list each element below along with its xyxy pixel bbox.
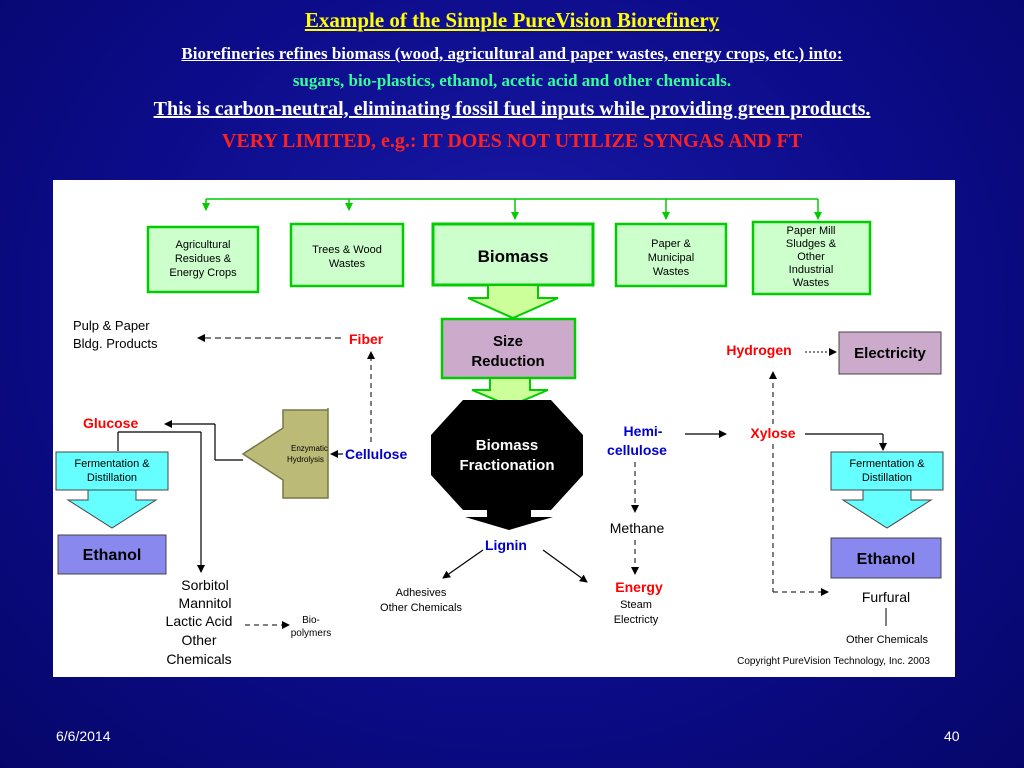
fractionation-line-2: Fractionation <box>459 457 554 474</box>
source-paper-line-3: Wastes <box>653 266 690 278</box>
other-chemicals-label: Other Chemicals <box>846 634 928 646</box>
slide-title: Example of the Simple PureVision Biorefi… <box>304 8 720 32</box>
fermentation-left-line-1: Fermentation & <box>74 458 150 470</box>
biopolymers-line-2: polymers <box>291 628 332 639</box>
steam-line-1: Steam <box>620 599 652 611</box>
size-reduction-down-arrow <box>471 377 549 408</box>
source-box-trees: Trees & Wood Wastes <box>289 222 405 288</box>
sorbitol-line-1: Sorbitol <box>181 577 228 593</box>
electricity-box: Electricity <box>838 331 942 375</box>
source-trees-line-2: Wastes <box>329 258 366 270</box>
source-paper-line-1: Paper & <box>651 238 691 250</box>
source-box-sludge: Paper Mill Sludges & Other Industrial Wa… <box>751 220 872 296</box>
hydrogen-label: Hydrogen <box>726 342 791 358</box>
adhesives-line-2: Other Chemicals <box>380 602 462 614</box>
source-box-paper: Paper & Municipal Wastes <box>614 222 728 288</box>
methane-label: Methane <box>610 520 665 536</box>
subtitle-line-1: Biorefineries refines biomass (wood, agr… <box>181 44 843 63</box>
lignin-to-adhesives-arrow <box>442 549 484 579</box>
diagram-svg: Agricultural Residues & Energy Crops Tre… <box>55 198 944 667</box>
source-agri-line-1: Agricultural <box>175 239 230 251</box>
furfural-label: Furfural <box>862 589 910 605</box>
size-reduction-line-1: Size <box>493 333 523 350</box>
fermentation-box-left: Fermentation & Distillation <box>55 451 169 491</box>
xylose-label: Xylose <box>750 425 795 441</box>
source-paper-line-2: Municipal <box>648 252 694 264</box>
lignin-to-energy-arrow <box>542 549 588 583</box>
source-trees-line-1: Trees & Wood <box>312 244 382 256</box>
hemicellulose-line-1: Hemi- <box>624 423 663 439</box>
adhesives-line-1: Adhesives <box>396 587 447 599</box>
fiber-label: Fiber <box>349 331 384 347</box>
fermentation-box-right: Fermentation & Distillation <box>830 451 944 491</box>
enzymatic-line-2: Hydrolysis <box>287 455 324 464</box>
source-sludge-line-1: Paper Mill <box>787 225 836 237</box>
subtitle-line-4: VERY LIMITED, e.g.: IT DOES NOT UTILIZE … <box>221 130 803 152</box>
biorefinery-diagram: Agricultural Residues & Energy Crops Tre… <box>53 180 955 677</box>
source-agri-line-2: Residues & <box>175 253 232 265</box>
size-reduction-line-2: Reduction <box>471 353 544 370</box>
fermentation-right-down-arrow <box>841 489 933 529</box>
pulp-line-2: Bldg. Products <box>73 336 158 351</box>
source-sludge-line-4: Industrial <box>789 264 834 276</box>
sorbitol-line-2: Mannitol <box>179 595 232 611</box>
source-agri-line-3: Energy Crops <box>169 267 237 279</box>
ethanol-left-label: Ethanol <box>83 547 142 564</box>
ethanol-right-label: Ethanol <box>857 551 916 568</box>
lignin-label: Lignin <box>485 537 527 553</box>
sorbitol-line-4: Other <box>181 632 216 648</box>
fermentation-right-line-2: Distillation <box>862 472 912 484</box>
fermentation-left-down-arrow <box>66 489 158 529</box>
source-connector-lines <box>202 198 822 220</box>
footer-page-number: 40 <box>944 728 960 744</box>
source-sludge-line-5: Wastes <box>793 277 830 289</box>
footer-date: 6/6/2014 <box>56 728 111 744</box>
biopolymers-line-1: Bio- <box>302 615 320 626</box>
fermentation-right-line-1: Fermentation & <box>849 458 925 470</box>
copyright-text: Copyright PureVision Technology, Inc. 20… <box>737 656 930 667</box>
biomass-label: Biomass <box>478 247 549 266</box>
fractionation-line-1: Biomass <box>476 437 539 454</box>
subtitle-line-3: This is carbon-neutral, eliminating foss… <box>153 98 871 120</box>
source-box-agricultural: Agricultural Residues & Energy Crops <box>146 225 260 294</box>
sorbitol-line-5: Chemicals <box>166 651 231 667</box>
cellulose-label: Cellulose <box>345 446 407 462</box>
source-sludge-line-3: Other <box>797 251 825 263</box>
ethanol-box-left: Ethanol <box>57 534 167 575</box>
pulp-line-1: Pulp & Paper <box>73 318 150 333</box>
enzymatic-line-1: Enzymatic <box>291 444 328 453</box>
enzymatic-hydrolysis-arrow <box>241 408 329 499</box>
ethanol-box-right: Ethanol <box>830 537 942 579</box>
electricity-label: Electricity <box>854 345 926 362</box>
fractionation-shape <box>431 400 583 530</box>
fermentation-left-line-2: Distillation <box>87 472 137 484</box>
biomass-down-arrow <box>467 284 559 320</box>
biomass-box: Biomass <box>431 222 595 287</box>
sorbitol-line-3: Lactic Acid <box>166 613 233 629</box>
hemicellulose-line-2: cellulose <box>607 442 667 458</box>
size-reduction-box: Size Reduction <box>440 317 577 380</box>
steam-line-2: Electricty <box>614 614 659 626</box>
energy-label: Energy <box>615 579 663 595</box>
source-sludge-line-2: Sludges & <box>786 238 837 250</box>
glucose-label: Glucose <box>83 415 138 431</box>
subtitle-line-2: sugars, bio-plastics, ethanol, acetic ac… <box>292 71 732 90</box>
